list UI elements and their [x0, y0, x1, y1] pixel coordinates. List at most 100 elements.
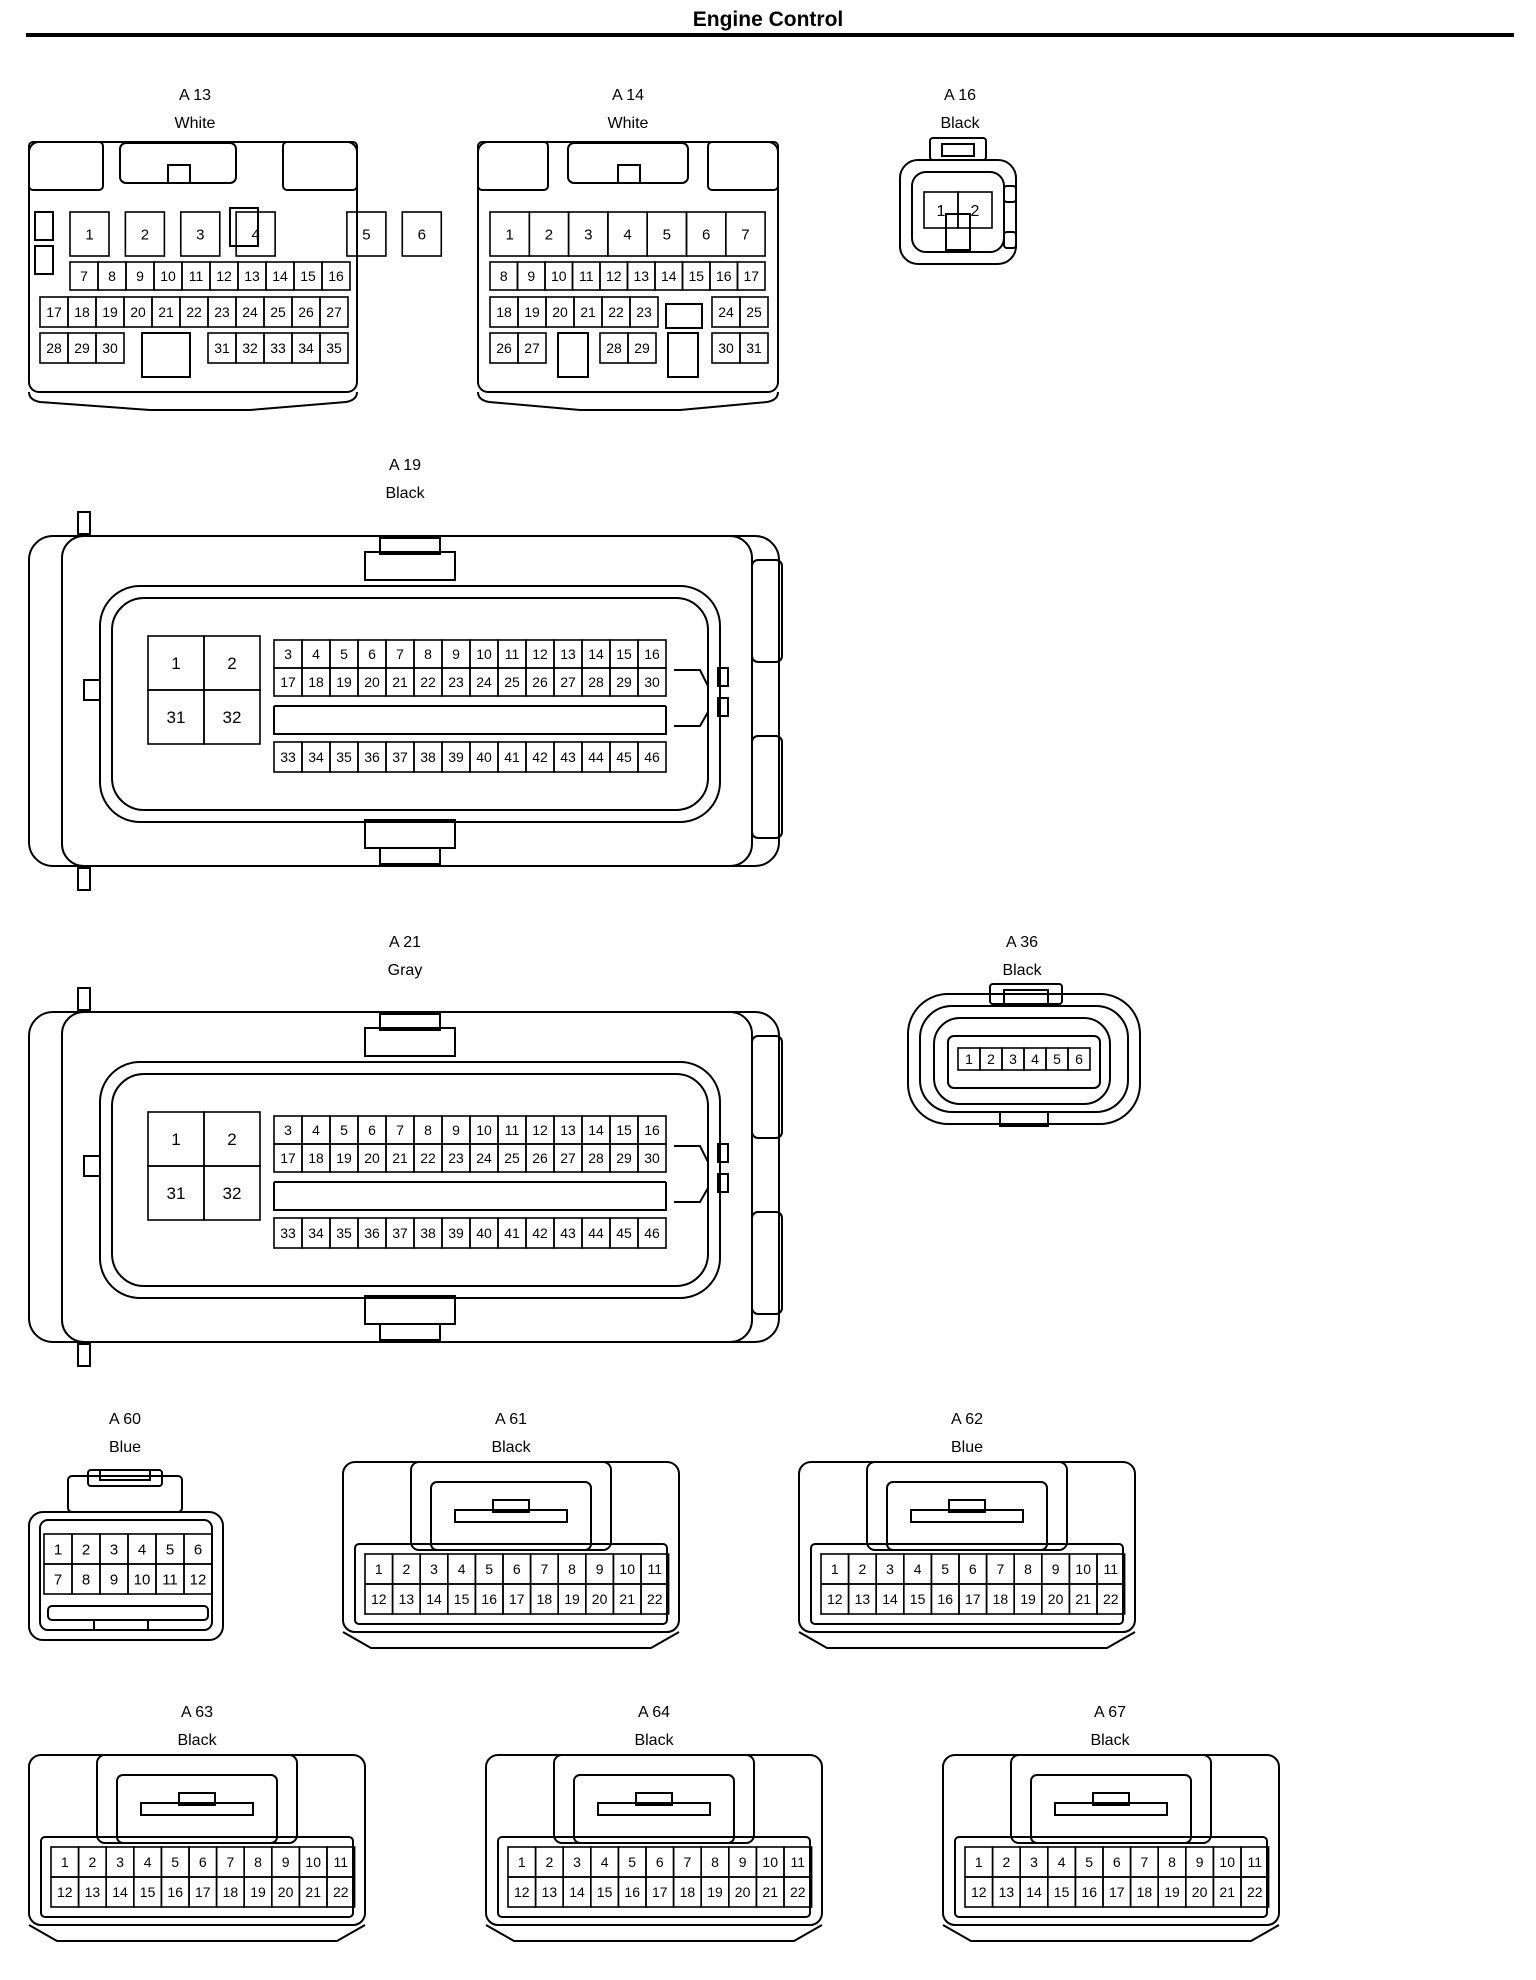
pin-cell: [1240, 1876, 1270, 1908]
connector-outline: [999, 1111, 1049, 1127]
connector-outline: [948, 1499, 986, 1513]
pin-number: 8: [568, 1561, 576, 1577]
pin-number: 1: [171, 1130, 180, 1149]
pin-number: 20: [592, 1591, 608, 1607]
pin-number: 3: [284, 646, 292, 662]
pin-number: 13: [633, 268, 649, 284]
pin-number: 5: [166, 1541, 174, 1558]
pin-number: 29: [74, 340, 90, 356]
pin-cell: [203, 689, 261, 745]
pin-number: 1: [937, 203, 946, 220]
pin-number: 19: [102, 304, 118, 320]
pin-number: 7: [997, 1561, 1005, 1577]
pin-number: 7: [227, 1854, 235, 1870]
pin-number: 3: [110, 1541, 118, 1558]
pin-number: 1: [965, 1051, 973, 1067]
pin-number: 12: [57, 1884, 73, 1900]
pin-number: 16: [167, 1884, 183, 1900]
connector-id: A 14: [611, 87, 645, 104]
pin-number: 21: [392, 1150, 408, 1166]
pin-number: 5: [628, 1854, 636, 1870]
pin-number: 16: [644, 1122, 660, 1138]
connector-outline: [364, 1295, 456, 1325]
pin-number: 13: [560, 1122, 576, 1138]
connector-outline: [77, 987, 91, 1011]
pin-number: 23: [214, 304, 230, 320]
connector-outline: [430, 1481, 592, 1551]
pin-cell: [627, 332, 657, 364]
pin-number: 17: [195, 1884, 211, 1900]
connector-outline: [717, 1173, 729, 1193]
pin-number: 38: [420, 1225, 436, 1241]
pin-number: 19: [564, 1591, 580, 1607]
pin-number: 1: [85, 226, 93, 243]
pin-number: 5: [340, 646, 348, 662]
connector-id: A 13: [178, 87, 212, 104]
pin-number: 20: [364, 674, 380, 690]
connector-outline: [1054, 1802, 1168, 1816]
connector-outline: [907, 993, 1141, 1125]
pin-number: 12: [827, 1591, 843, 1607]
pin-number: 23: [448, 1150, 464, 1166]
pin-number: 2: [987, 1051, 995, 1067]
pin-number: 34: [298, 340, 314, 356]
pin-number: 2: [1003, 1854, 1011, 1870]
pin-number: 28: [588, 674, 604, 690]
pin-number: 15: [140, 1884, 156, 1900]
pin-number: 11: [648, 1561, 663, 1577]
pin-number: 16: [937, 1591, 953, 1607]
connector-outline: [485, 1924, 823, 1942]
pin-number: 17: [965, 1591, 981, 1607]
pin-number: 16: [716, 268, 732, 284]
pin-number: 2: [89, 1854, 97, 1870]
pin-number: 20: [130, 304, 146, 320]
pin-number: 22: [420, 1150, 436, 1166]
connector-outline: [707, 141, 779, 191]
pin-number: 21: [392, 674, 408, 690]
pin-number: 17: [280, 1150, 296, 1166]
connector-outline: [717, 697, 729, 717]
pin-number: 28: [606, 340, 622, 356]
pin-number: 11: [334, 1854, 349, 1870]
connector-id: A 61: [494, 1411, 528, 1428]
pin-number: 3: [1009, 1051, 1017, 1067]
pin-number: 29: [634, 340, 650, 356]
pin-number: 20: [1048, 1591, 1064, 1607]
pin-number: 18: [537, 1591, 553, 1607]
pin-cell: [637, 741, 667, 773]
pin-number: 6: [1075, 1051, 1083, 1067]
connector-id: A 36: [1005, 934, 1039, 951]
connector-outline: [167, 164, 191, 184]
pin-number: 40: [476, 1225, 492, 1241]
pin-number: 9: [739, 1854, 747, 1870]
pin-number: 12: [190, 1571, 207, 1588]
pin-number: 10: [476, 1122, 492, 1138]
connector-color: White: [607, 115, 649, 132]
pin-number: 25: [270, 304, 286, 320]
pin-number: 22: [186, 304, 202, 320]
connector-outline: [379, 1323, 441, 1341]
connector-outline: [119, 142, 237, 184]
pin-number: 8: [82, 1571, 90, 1588]
pin-number: 9: [452, 646, 460, 662]
connector-color: Gray: [387, 962, 423, 979]
pin-number: 37: [392, 749, 408, 765]
pin-number: 8: [1024, 1561, 1032, 1577]
connector-outline: [910, 1509, 1024, 1523]
pin-number: 19: [707, 1884, 723, 1900]
pin-number: 25: [504, 1150, 520, 1166]
pin-number: 15: [454, 1591, 470, 1607]
pin-number: 6: [418, 226, 426, 243]
pin-number: 15: [616, 1122, 632, 1138]
pin-number: 17: [46, 304, 62, 320]
pin-number: 2: [403, 1561, 411, 1577]
pin-number: 13: [855, 1591, 871, 1607]
pin-cell: [957, 191, 993, 229]
connector-outline: [141, 332, 191, 378]
pin-number: 30: [644, 674, 660, 690]
pin-number: 18: [496, 304, 512, 320]
pin-number: 16: [1081, 1884, 1097, 1900]
